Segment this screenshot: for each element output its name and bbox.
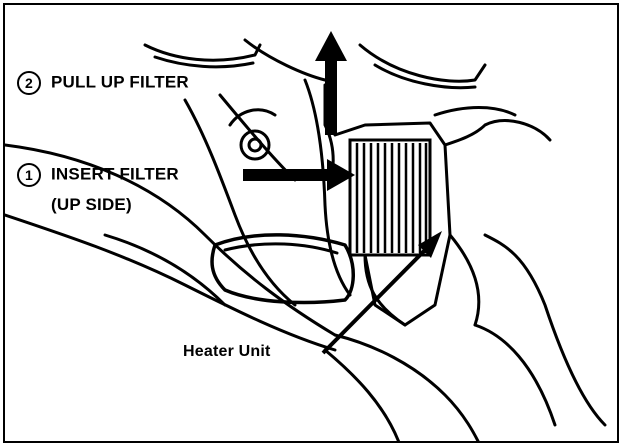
heater-unit-pointer <box>321 231 442 355</box>
cabin-air-filter <box>348 138 432 257</box>
step-insert-text: INSERT FILTER <box>51 164 179 184</box>
floor-tunnel <box>483 233 607 427</box>
step-insert-subtext: (UP SIDE) <box>51 195 132 214</box>
dashboard-vent-left <box>143 43 262 62</box>
step-pull-up-filter: 2 PULL UP FILTER <box>17 71 189 95</box>
brake-pedal <box>210 233 355 305</box>
heater-unit-label: Heater Unit <box>183 343 271 360</box>
insert-arrow <box>243 159 355 191</box>
dashboard-vent-right <box>358 43 487 83</box>
diagram-frame: 2 PULL UP FILTER 1 INSERT FILTER (UP SIDE)… <box>3 3 619 443</box>
step-pull-up-text: PULL UP FILTER <box>51 72 189 92</box>
mount-bolt <box>239 129 271 161</box>
pull-up-arrow <box>315 31 347 135</box>
step-number-1: 1 <box>17 163 41 187</box>
cabin-filter-illustration <box>5 31 607 441</box>
step-number-2: 2 <box>17 71 41 95</box>
step-insert-filter: 1 INSERT FILTER <box>17 163 179 187</box>
